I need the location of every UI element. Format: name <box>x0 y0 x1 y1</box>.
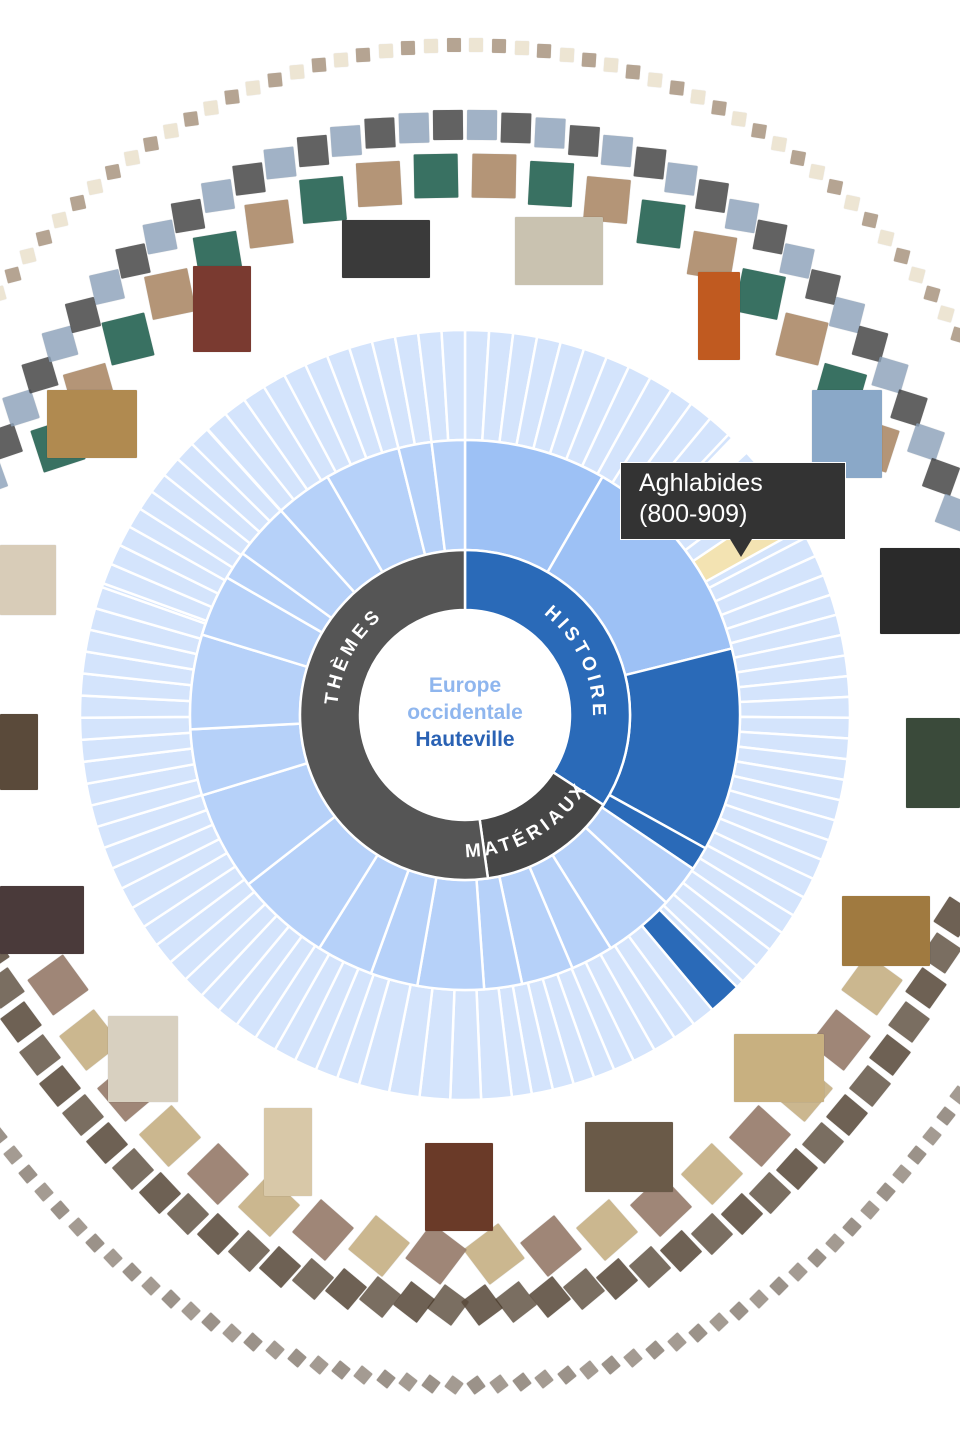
artwork-thumbnail-large[interactable] <box>425 1143 493 1231</box>
artwork-thumbnail-large[interactable] <box>906 718 960 808</box>
sunburst-middle-ring <box>188 438 742 992</box>
artwork-thumbnail-large[interactable] <box>734 1034 824 1102</box>
inner-segment-themes[interactable] <box>298 548 490 882</box>
artwork-thumbnail-large[interactable] <box>342 220 430 278</box>
center-label-dynasty: Hauteville <box>415 728 515 751</box>
artwork-thumbnail-large[interactable] <box>47 390 137 458</box>
artwork-thumbnail-large[interactable] <box>264 1108 312 1196</box>
tooltip-dates: (800-909) <box>639 500 748 528</box>
artwork-thumbnail-large[interactable] <box>585 1122 673 1192</box>
artwork-thumbnail-large[interactable] <box>515 217 603 285</box>
artwork-thumbnail-large[interactable] <box>193 266 251 352</box>
center-label-region: Europe <box>428 674 502 697</box>
inner-segment-histoire[interactable] <box>463 548 632 807</box>
center-label-region-2: occidentale <box>407 701 523 724</box>
tooltip-title: Aghlabides <box>639 469 763 497</box>
center-label: Europe occidentale Hauteville <box>380 672 550 753</box>
artwork-thumbnail-large[interactable] <box>0 714 38 790</box>
artwork-thumbnail-large[interactable] <box>880 548 960 634</box>
tooltip-arrow <box>730 539 752 557</box>
artwork-thumbnail-large[interactable] <box>0 886 84 954</box>
artwork-thumbnail-large[interactable] <box>108 1016 178 1102</box>
sunburst-inner-ring <box>298 548 632 882</box>
segment-tooltip: Aghlabides (800-909) <box>620 462 846 540</box>
artwork-thumbnail-large[interactable] <box>842 896 930 966</box>
artwork-thumbnail-large[interactable] <box>698 272 740 360</box>
artwork-thumbnail-large[interactable] <box>0 545 56 615</box>
